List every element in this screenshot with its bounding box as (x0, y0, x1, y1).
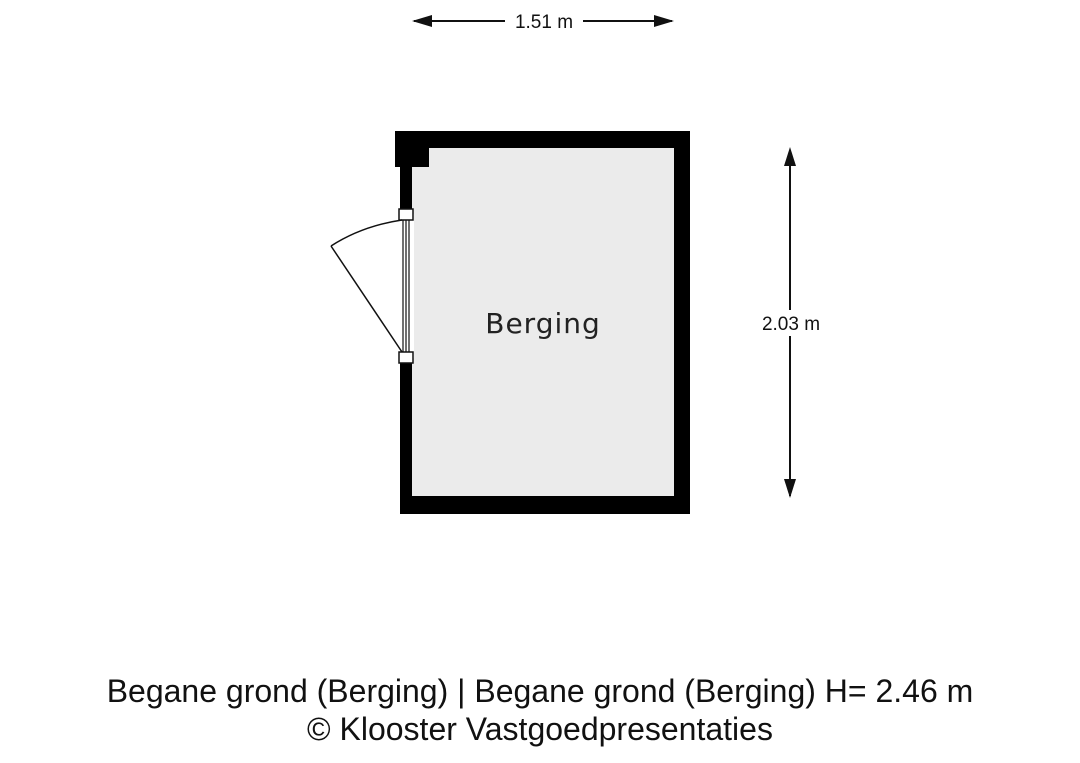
door-jamb-top (398, 208, 414, 221)
room-floor (412, 148, 674, 496)
width-dimension-label: 1.51 m (515, 12, 573, 33)
width-arrow-right-icon (654, 15, 674, 27)
door-swing-arc (330, 219, 403, 247)
height-arrow-up-icon (784, 147, 796, 166)
corner-pillar (395, 131, 429, 167)
door-leaf (330, 245, 403, 353)
door-jamb-bottom (398, 351, 414, 364)
room-label: Berging (485, 307, 601, 340)
floor-caption: Begane grond (Berging) | Begane grond (B… (106, 673, 974, 709)
width-dimension: 1.51 m (412, 12, 674, 33)
height-arrow-down-icon (784, 479, 796, 498)
height-dimension: 2.03 m (762, 147, 820, 498)
height-dimension-label: 2.03 m (762, 314, 820, 335)
room: Berging (395, 131, 690, 514)
width-arrow-left-icon (412, 15, 432, 27)
door (330, 208, 414, 364)
copyright-caption: © Klooster Vastgoedpresentaties (307, 711, 773, 747)
